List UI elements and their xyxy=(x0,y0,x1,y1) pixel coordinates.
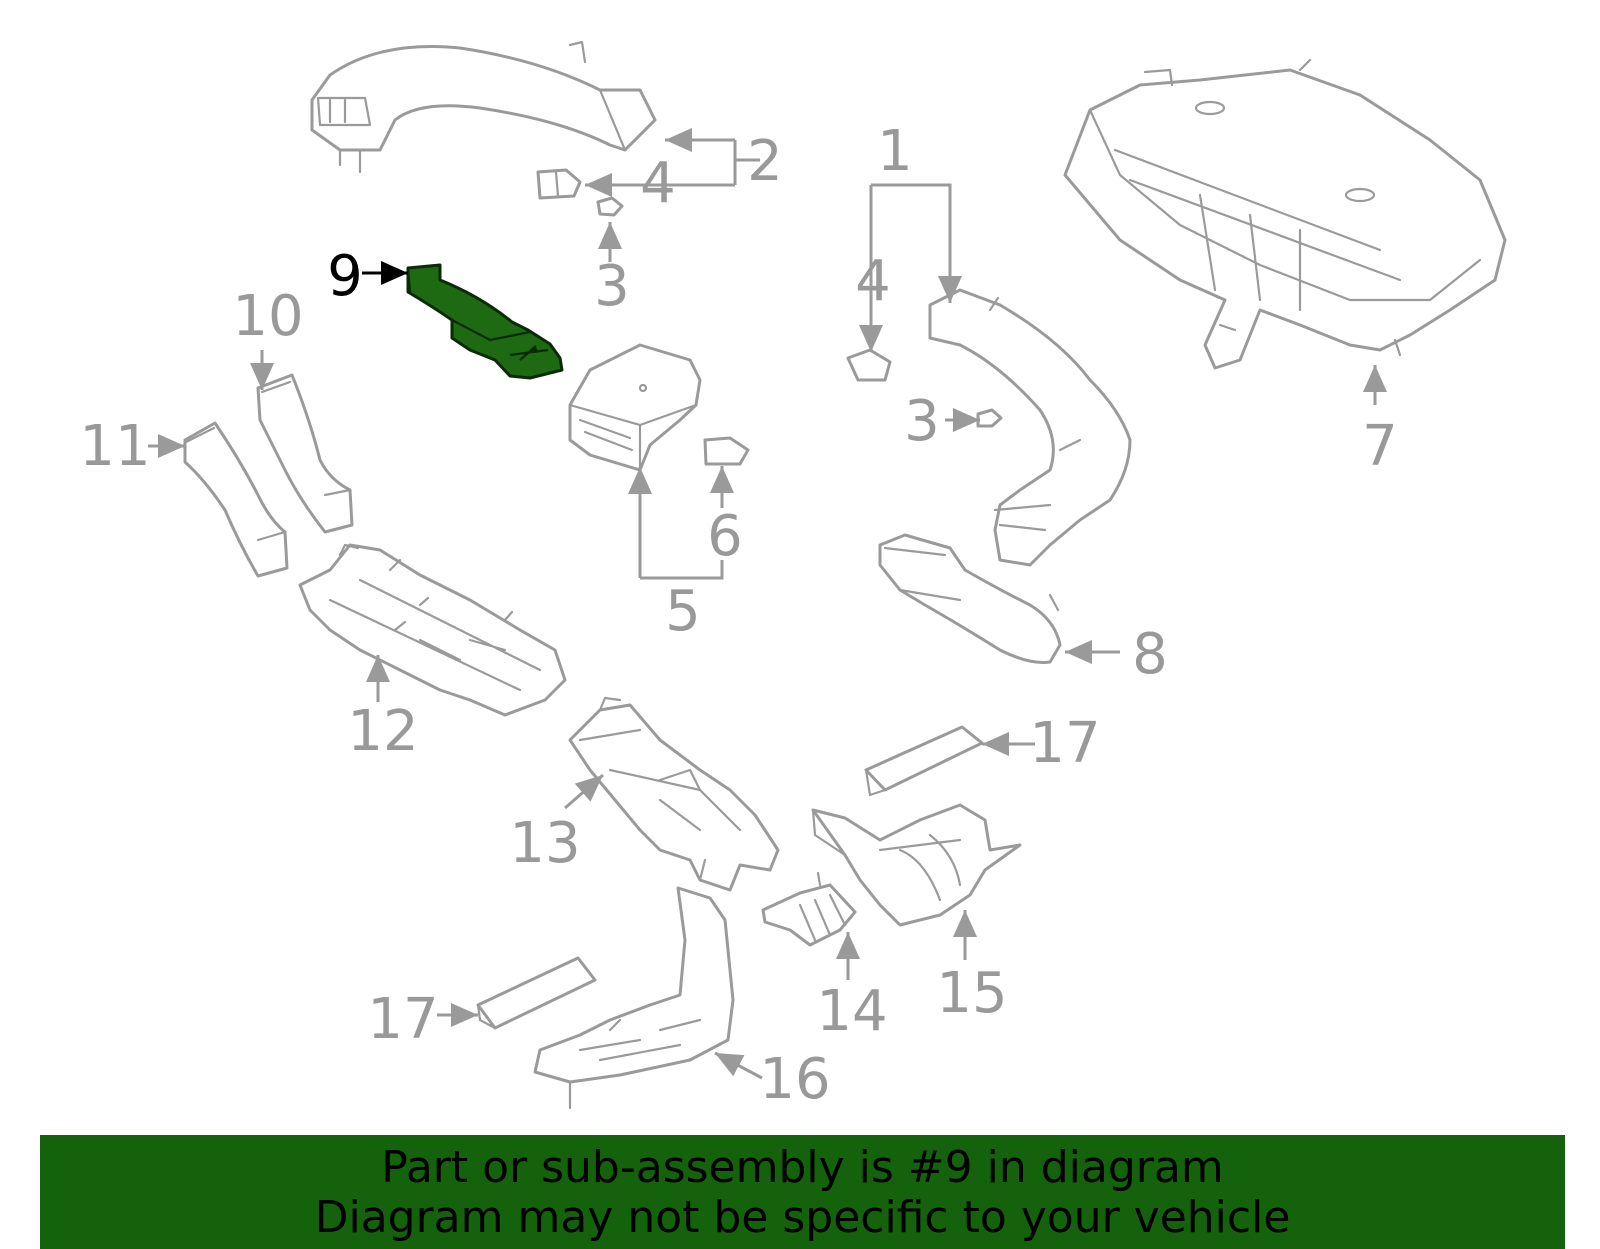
callout-15: 15 xyxy=(936,961,1007,1026)
callout-17-lower: 17 xyxy=(367,987,438,1052)
part-10-duct xyxy=(256,373,354,534)
part-5-control-housing xyxy=(568,343,702,472)
part-17-pad-lower xyxy=(476,956,597,1030)
callout-2: 2 xyxy=(747,129,783,194)
callout-9: 9 xyxy=(327,244,363,309)
callout-3-upper: 3 xyxy=(594,254,630,319)
part-4-clip-right xyxy=(846,348,892,382)
callout-6: 6 xyxy=(707,504,743,569)
callout-16: 16 xyxy=(759,1047,830,1112)
part-9-highlighted xyxy=(406,263,564,380)
callout-4-upper: 4 xyxy=(640,151,676,216)
info-banner: Part or sub-assembly is #9 in diagram Di… xyxy=(40,1135,1565,1249)
callout-11: 11 xyxy=(79,414,150,479)
part-17-pad-upper xyxy=(864,725,984,797)
part-13-center-duct xyxy=(568,696,780,892)
leader-lines xyxy=(148,128,1387,1080)
part-3-clip-upper xyxy=(596,196,624,217)
parts-diagram: 1 2 4 3 9 10 11 12 5 6 4 3 7 8 17 13 14 … xyxy=(79,40,1507,1112)
part-3-clip-right xyxy=(976,408,1003,428)
callout-12: 12 xyxy=(347,699,418,764)
banner-line-2: Diagram may not be specific to your vehi… xyxy=(314,1192,1291,1243)
part-12-bracket xyxy=(298,543,567,717)
callout-13: 13 xyxy=(509,811,580,876)
part-6-clip xyxy=(703,436,750,466)
callout-7: 7 xyxy=(1362,414,1398,479)
part-2-upper-duct xyxy=(310,40,657,174)
part-16-floor-duct xyxy=(533,886,735,1110)
callout-5: 5 xyxy=(665,579,701,644)
banner-line-1: Part or sub-assembly is #9 in diagram xyxy=(381,1142,1224,1193)
callout-1: 1 xyxy=(877,119,913,184)
part-1-dash-duct xyxy=(928,288,1132,567)
callout-labels: 1 2 4 3 9 10 11 12 5 6 4 3 7 8 17 13 14 … xyxy=(79,119,1397,1112)
callout-14: 14 xyxy=(816,979,887,1044)
part-11-duct xyxy=(183,421,289,578)
callout-10: 10 xyxy=(232,284,303,349)
part-15-duct xyxy=(811,803,1022,927)
callout-3-right: 3 xyxy=(904,389,940,454)
callout-17-upper: 17 xyxy=(1029,711,1100,776)
callout-4-right: 4 xyxy=(855,249,891,314)
part-4-clip-upper xyxy=(536,168,582,200)
callout-8: 8 xyxy=(1132,622,1168,687)
part-7-hvac-housing xyxy=(1063,58,1507,370)
part-14-vent xyxy=(761,871,857,947)
part-8-duct xyxy=(878,533,1062,664)
